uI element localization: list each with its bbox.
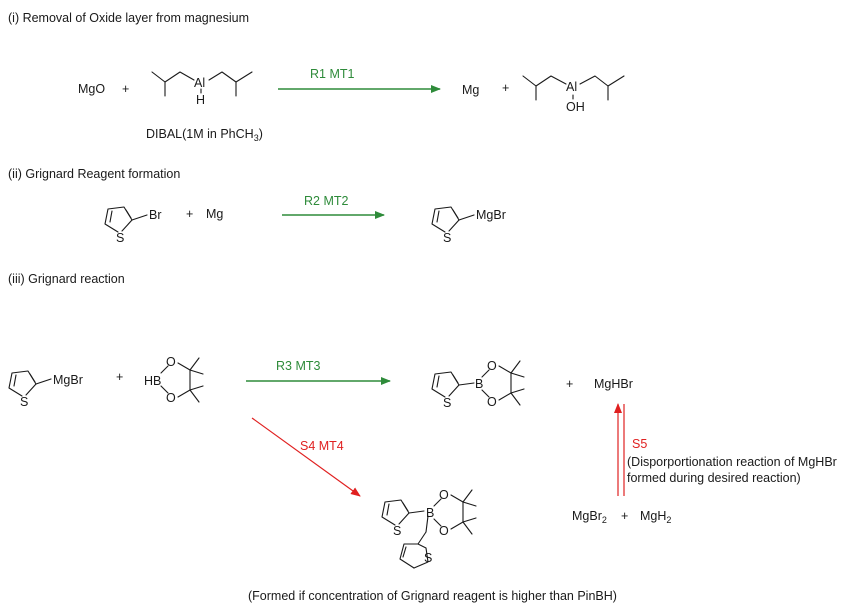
mg-product-label: Mg	[462, 83, 479, 97]
reaction-1: MgO + Al H DIBAL(1M in PhCH3) R1 MT1 Mg …	[78, 67, 625, 143]
dithienyl-boronate-side-product: S B O O S	[381, 488, 477, 569]
plus-sign: +	[116, 370, 123, 384]
plus-sign: +	[621, 509, 628, 523]
condition-r2: R2 MT2	[304, 194, 349, 208]
sulfur-atom: S	[424, 551, 432, 565]
section-3-title: (iii) Grignard reaction	[8, 272, 125, 286]
sulfur-atom: S	[443, 396, 451, 410]
mgbr2-label: MgBr2	[572, 509, 607, 525]
condition-r3: R3 MT3	[276, 359, 321, 373]
oxygen-atom: O	[439, 488, 449, 502]
sulfur-atom: S	[443, 231, 451, 245]
pinacolborane-structure: HB O O	[144, 355, 204, 405]
oxygen-atom: O	[487, 395, 497, 409]
condition-s5: S5	[632, 437, 647, 451]
condition-s4: S4 MT4	[300, 439, 344, 453]
s5-note-line-1: (Disporportionation reaction of MgHBr	[627, 455, 837, 469]
hb-group: HB	[144, 374, 161, 388]
condition-r1: R1 MT1	[310, 67, 355, 81]
mgh2-label: MgH2	[640, 509, 671, 525]
oxygen-atom: O	[166, 355, 176, 369]
plus-sign: +	[566, 377, 573, 391]
oxygen-atom: O	[166, 391, 176, 405]
mgo-label: MgO	[78, 82, 105, 96]
bromine-atom: Br	[149, 208, 162, 222]
mgbr-group: MgBr	[53, 373, 83, 387]
oh-group: OH	[566, 100, 585, 114]
sulfur-atom: S	[20, 395, 28, 409]
plus-sign: +	[186, 207, 193, 221]
sulfur-atom: S	[393, 524, 401, 538]
section-1-title: (i) Removal of Oxide layer from magnesiu…	[8, 11, 249, 25]
arrow-s4	[251, 417, 361, 497]
oxygen-atom: O	[439, 524, 449, 538]
plus-sign: +	[502, 81, 509, 95]
dibal-structure: Al H	[151, 71, 253, 107]
s5-note-line-2: formed during desired reaction)	[627, 471, 801, 485]
thienyl-grignard-reactant: S MgBr	[8, 370, 83, 409]
thienyl-boronate-product: S B O O	[431, 359, 525, 410]
dibal-al-atom: Al	[194, 76, 205, 90]
sulfur-atom: S	[116, 231, 124, 245]
aluminium-hydroxide-structure: Al OH	[522, 75, 625, 114]
dibal-label: DIBAL(1M in PhCH3)	[146, 127, 263, 143]
mg-reactant-label: Mg	[206, 207, 223, 221]
bromothiophene-structure: S Br	[104, 206, 162, 245]
plus-sign: +	[122, 82, 129, 96]
side-product-note: (Formed if concentration of Grignard rea…	[248, 589, 617, 603]
al-atom: Al	[566, 80, 577, 94]
boron-atom: B	[475, 377, 483, 391]
mgbr-group: MgBr	[476, 208, 506, 222]
boron-atom: B	[426, 506, 434, 520]
reaction-2: S Br + Mg R2 MT2 S MgBr	[104, 194, 506, 245]
thienyl-grignard-structure: S MgBr	[431, 206, 506, 245]
section-2-title: (ii) Grignard Reagent formation	[8, 167, 180, 181]
reaction-3: S MgBr + HB O O R3 MT3	[8, 355, 837, 603]
oxygen-atom: O	[487, 359, 497, 373]
mghbr-label: MgHBr	[594, 377, 633, 391]
dibal-h-atom: H	[196, 93, 205, 107]
